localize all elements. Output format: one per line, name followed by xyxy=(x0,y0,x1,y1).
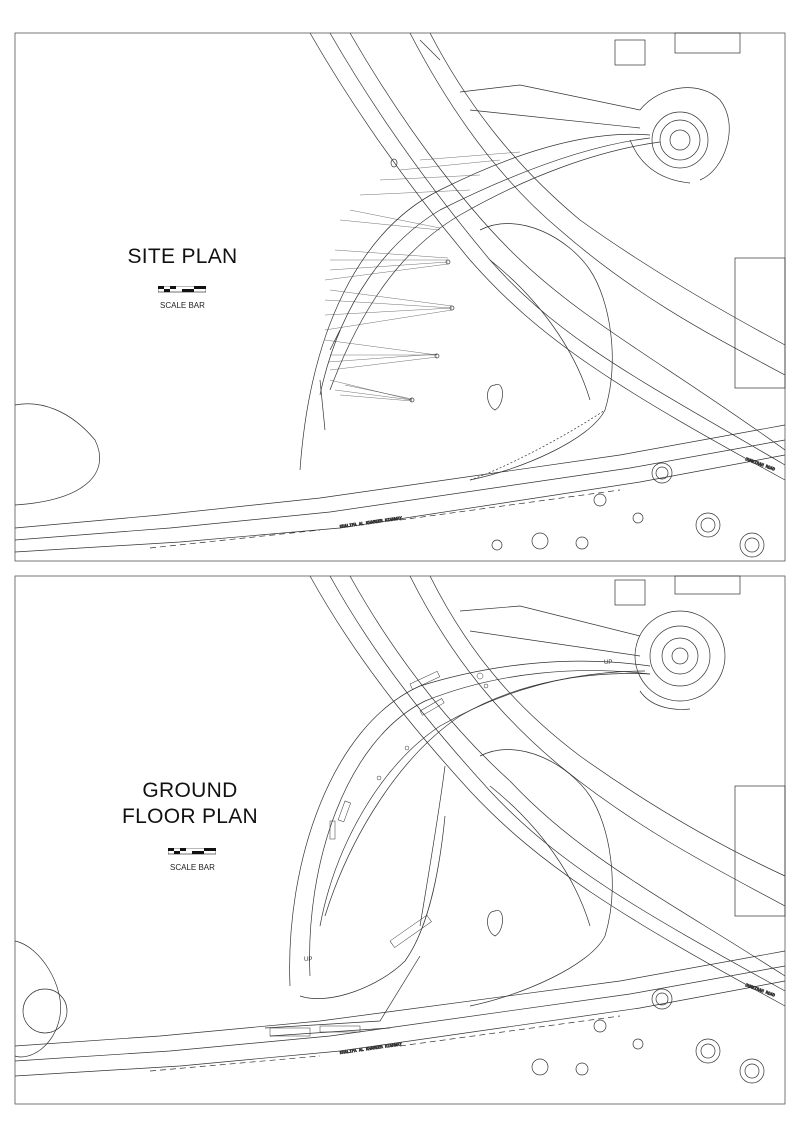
scale-bar-graphic xyxy=(158,286,206,293)
ramp-roads xyxy=(309,32,786,481)
up-annotation-2: UP xyxy=(304,957,312,963)
trees xyxy=(491,462,765,558)
highway xyxy=(14,424,786,553)
highway-label: KHALIFA AL KHABEER HIGHWAY xyxy=(339,515,402,529)
building-block xyxy=(734,785,786,917)
building-block xyxy=(734,257,786,389)
roundabout xyxy=(22,988,68,1034)
drawing-frame xyxy=(14,32,786,562)
site-plan-sheet: KHALIFA AL KHABEER HIGHWAY JUMEIRAH ROAD… xyxy=(14,32,786,562)
title-line: SITE PLAN xyxy=(127,245,238,268)
landscape-island xyxy=(469,223,613,481)
title-line-1: GROUND xyxy=(142,779,238,802)
page-title: SITE PLAN xyxy=(110,244,255,270)
scale-bar-label: SCALE BAR xyxy=(160,301,205,310)
highway-label: KHALIFA AL KHABEER HIGHWAY xyxy=(339,1041,402,1055)
promenade xyxy=(264,660,651,1037)
scale-bar-graphic xyxy=(168,848,216,855)
ramp-roads xyxy=(309,575,786,1007)
bridge-structure xyxy=(299,133,661,471)
pavilion xyxy=(459,32,741,184)
kiosks xyxy=(269,670,489,1037)
title-line-2: FLOOR PLAN xyxy=(121,805,259,828)
coastline xyxy=(14,940,61,1058)
highway xyxy=(14,950,786,1077)
up-annotation: UP xyxy=(604,660,612,666)
scale-bar-label: SCALE BAR xyxy=(170,863,215,872)
pavilion xyxy=(459,575,741,710)
ground-floor-drawing: KHALIFA AL KHABEER HIGHWAY JUMEIRAH ROAD… xyxy=(14,575,786,1105)
coastline xyxy=(14,403,100,506)
road-label-right: JUMEIRAH ROAD xyxy=(745,456,777,472)
trees xyxy=(531,988,765,1084)
site-plan-drawing: KHALIFA AL KHABEER HIGHWAY JUMEIRAH ROAD xyxy=(14,32,786,562)
page-title: GROUND FLOOR PLAN xyxy=(105,778,275,830)
ground-floor-plan-sheet: KHALIFA AL KHABEER HIGHWAY JUMEIRAH ROAD… xyxy=(0,566,800,1132)
road-label-right: JUMEIRAH ROAD xyxy=(745,982,777,998)
landscape-island xyxy=(469,749,613,1007)
